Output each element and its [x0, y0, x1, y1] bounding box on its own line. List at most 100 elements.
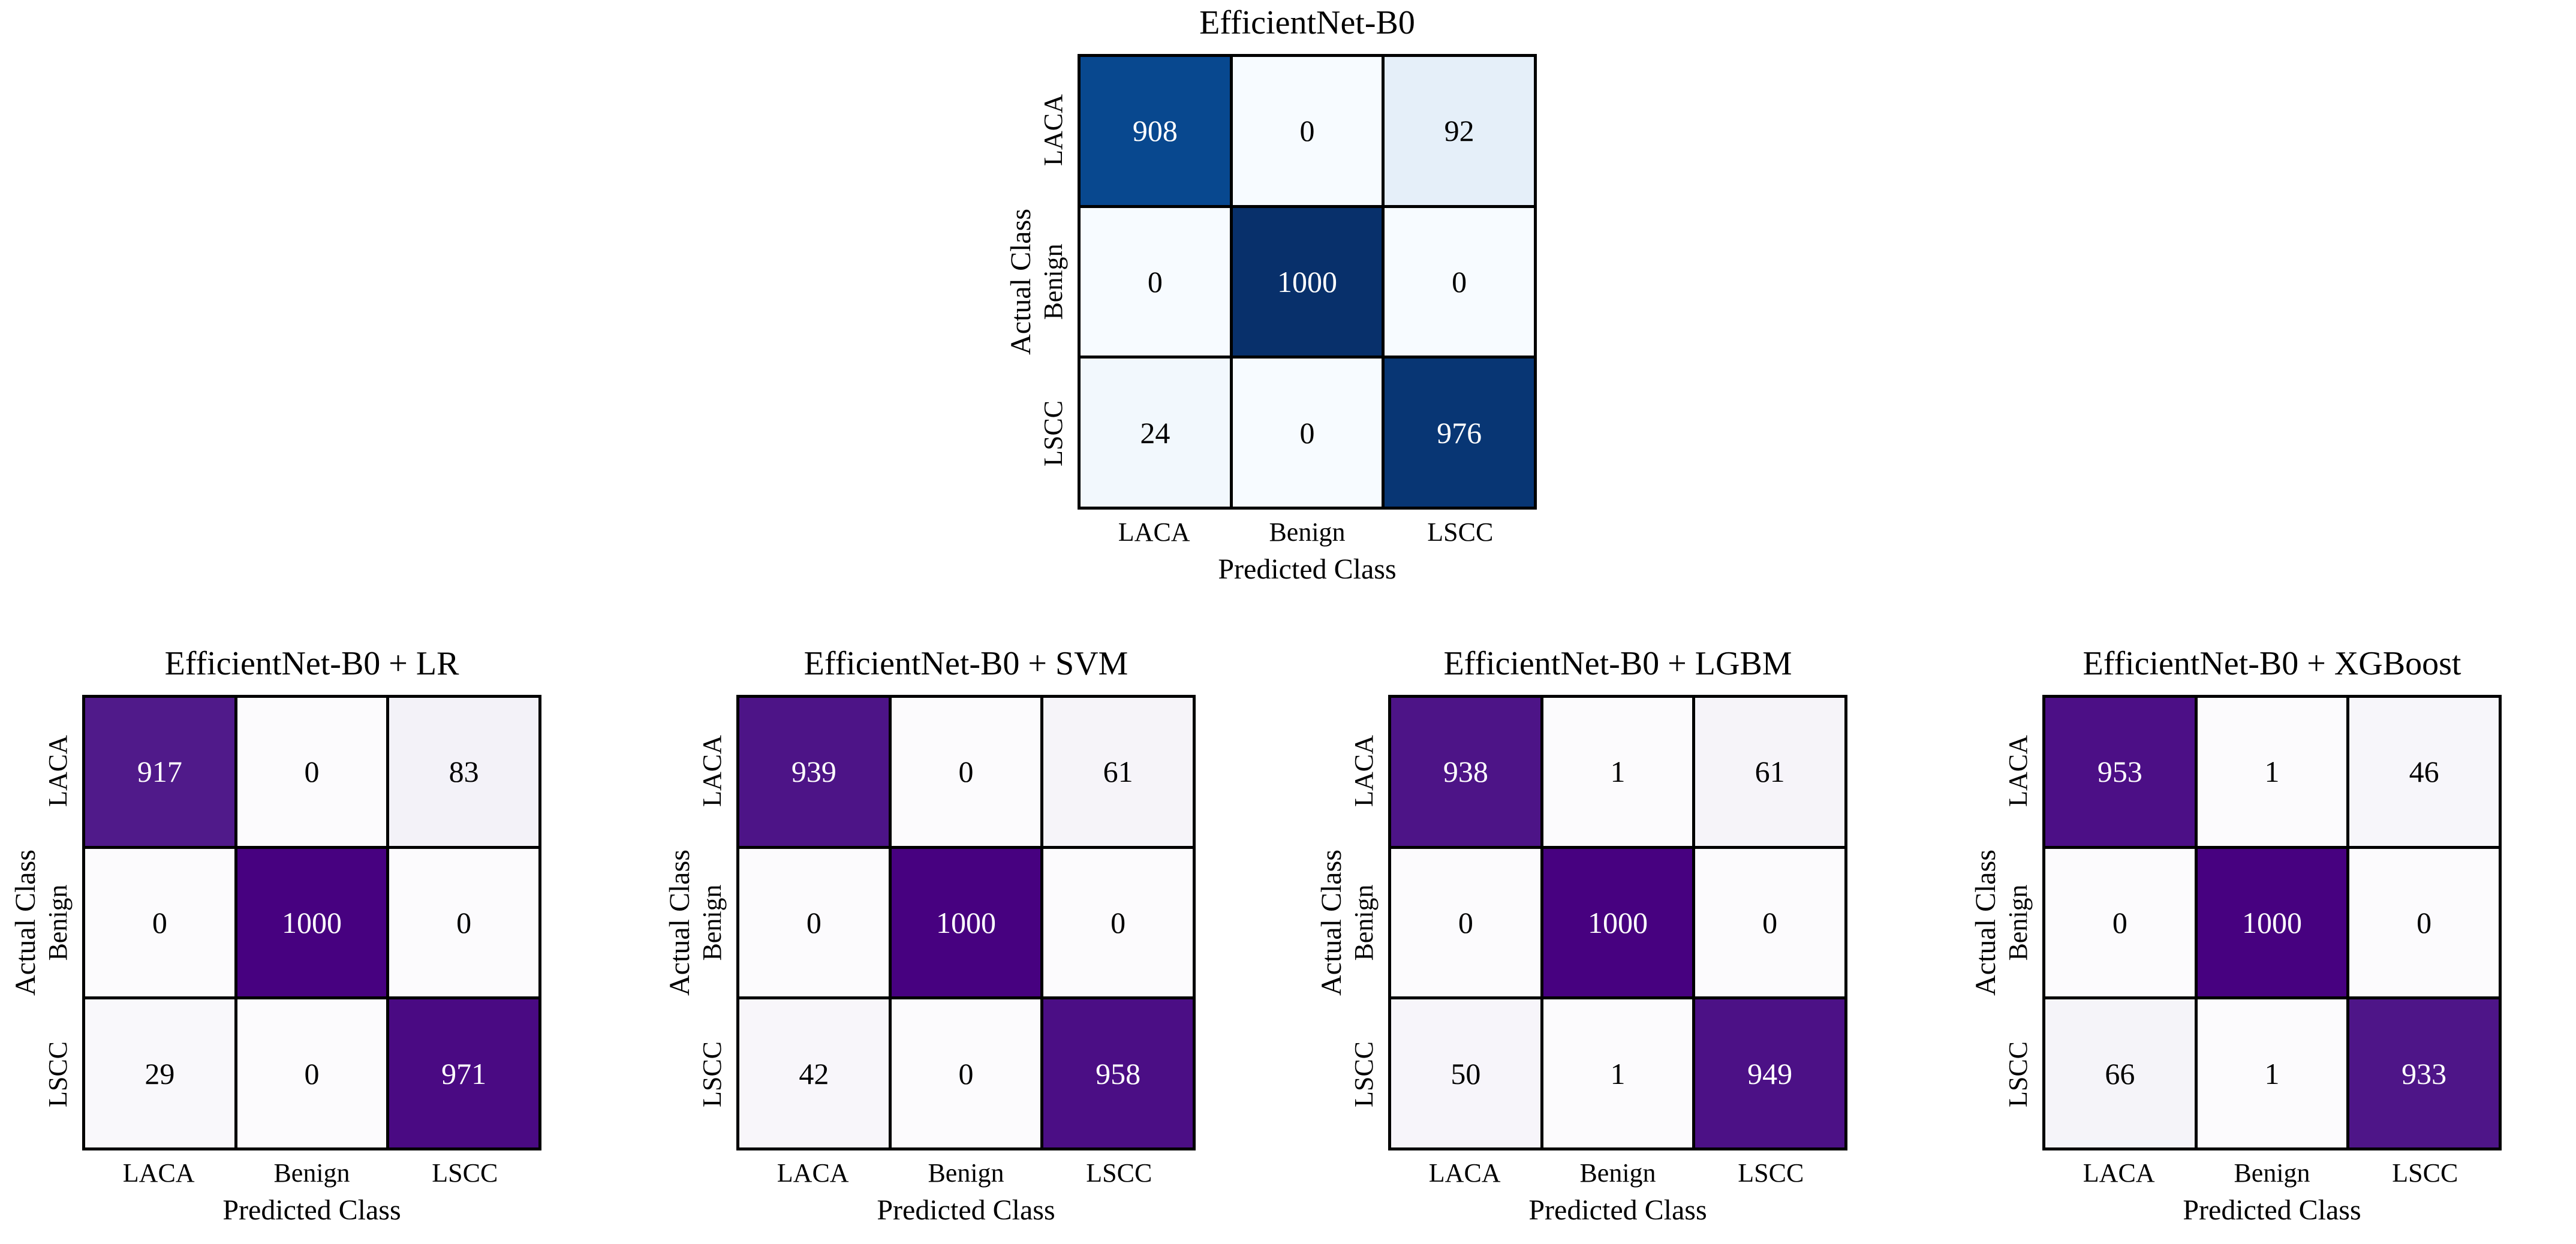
y-tick-benign: Benign [43, 884, 73, 961]
y-axis-label: Actual Class [1970, 850, 2002, 996]
matrix-cell-r1c2: 0 [2349, 848, 2499, 997]
matrix-cell-r1c0: 0 [85, 848, 234, 997]
y-tick-lscc: LSCC [43, 1041, 73, 1108]
x-tick-laca: LACA [1118, 517, 1190, 547]
matrix-cell-r0c2: 61 [1695, 698, 1844, 846]
y-tick-lscc: LSCC [2003, 1041, 2033, 1108]
y-tick-lscc: LSCC [697, 1041, 727, 1108]
subplot-efficientnet-b0-svm: EfficientNet-B0 + SVM Actual Class LACA … [664, 645, 1196, 1225]
matrix-cell-r1c1: 1000 [1543, 848, 1693, 997]
matrix-cell-r2c1: 0 [891, 999, 1041, 1147]
matrix-cell-r1c2: 0 [1695, 848, 1844, 997]
matrix-cell-r2c1: 1 [1543, 999, 1693, 1147]
x-tick-benign: Benign [1579, 1158, 1656, 1188]
subplot-title: EfficientNet-B0 + LR [164, 645, 459, 682]
matrix-cell-r1c0: 0 [1081, 207, 1230, 356]
matrix-cell-r0c1: 0 [237, 698, 387, 846]
subplot-title: EfficientNet-B0 [1199, 4, 1415, 41]
x-tick-laca: LACA [777, 1158, 849, 1188]
matrix-cell-r1c1: 1000 [891, 848, 1041, 997]
subplot-title: EfficientNet-B0 + XGBoost [2083, 645, 2461, 682]
y-axis-label: Actual Class [10, 850, 41, 996]
x-tick-lscc: LSCC [432, 1158, 498, 1188]
matrix-cell-r2c0: 29 [85, 999, 234, 1147]
matrix-cell-r0c2: 83 [389, 698, 538, 846]
x-tick-lscc: LSCC [1738, 1158, 1804, 1188]
x-axis-label: Predicted Class [2183, 1194, 2361, 1226]
x-tick-laca: LACA [122, 1158, 195, 1188]
x-tick-benign: Benign [2234, 1158, 2310, 1188]
subplot-title: EfficientNet-B0 + SVM [804, 645, 1128, 682]
matrix-cell-r0c0: 938 [1391, 698, 1540, 846]
x-axis-label: Predicted Class [222, 1194, 401, 1226]
matrix-cell-r0c2: 46 [2349, 698, 2499, 846]
matrix-cell-r1c0: 0 [2045, 848, 2195, 997]
matrix-cell-r2c2: 958 [1043, 999, 1193, 1147]
subplot-efficientnet-b0-lgbm: EfficientNet-B0 + LGBM Actual Class LACA… [1316, 645, 1847, 1225]
matrix-cell-r2c2: 976 [1385, 359, 1534, 507]
matrix-cell-r2c1: 0 [237, 999, 387, 1147]
matrix-cell-r0c0: 939 [739, 698, 889, 846]
matrix-cell-r0c1: 0 [891, 698, 1041, 846]
subplot-efficientnet-b0: EfficientNet-B0 Actual Class LACA Benign… [1005, 4, 1537, 584]
y-tick-benign: Benign [697, 884, 727, 961]
matrix-cell-r0c1: 0 [1232, 57, 1382, 205]
subplot-efficientnet-b0-lr: EfficientNet-B0 + LR Actual Class LACA B… [10, 645, 541, 1225]
x-axis-label: Predicted Class [1528, 1194, 1707, 1226]
x-tick-benign: Benign [928, 1158, 1004, 1188]
x-tick-lscc: LSCC [2392, 1158, 2458, 1188]
y-tick-laca: LACA [1349, 734, 1379, 807]
matrix-cell-r1c1: 1000 [1232, 207, 1382, 356]
subplot-efficientnet-b0-xgboost: EfficientNet-B0 + XGBoost Actual Class L… [1970, 645, 2502, 1225]
matrix-cell-r1c1: 1000 [2197, 848, 2347, 997]
matrix-cell-r1c0: 0 [739, 848, 889, 997]
matrix-cell-r2c1: 0 [1232, 359, 1382, 507]
y-tick-laca: LACA [2003, 734, 2033, 807]
matrix-cell-r1c2: 0 [1043, 848, 1193, 997]
matrix-cell-r0c1: 1 [1543, 698, 1693, 846]
matrix-cell-r2c2: 949 [1695, 999, 1844, 1147]
x-tick-laca: LACA [2083, 1158, 2155, 1188]
matrix-cell-r2c2: 933 [2349, 999, 2499, 1147]
subplot-title: EfficientNet-B0 + LGBM [1443, 645, 1792, 682]
matrix-cell-r1c1: 1000 [237, 848, 387, 997]
matrix-cell-r0c2: 61 [1043, 698, 1193, 846]
x-tick-laca: LACA [1428, 1158, 1501, 1188]
y-tick-benign: Benign [2003, 884, 2033, 961]
matrix-cell-r0c1: 1 [2197, 698, 2347, 846]
y-tick-laca: LACA [43, 734, 73, 807]
matrix-cell-r0c0: 908 [1081, 57, 1230, 205]
x-tick-benign: Benign [273, 1158, 350, 1188]
x-tick-lscc: LSCC [1427, 517, 1494, 547]
y-tick-laca: LACA [1039, 94, 1068, 166]
x-tick-benign: Benign [1269, 517, 1346, 547]
matrix-cell-r2c0: 42 [739, 999, 889, 1147]
matrix-cell-r0c0: 917 [85, 698, 234, 846]
matrix-cell-r2c0: 24 [1081, 359, 1230, 507]
matrix-cell-r0c0: 953 [2045, 698, 2195, 846]
y-axis-label: Actual Class [664, 850, 696, 996]
x-axis-label: Predicted Class [1218, 553, 1397, 585]
y-tick-benign: Benign [1349, 884, 1379, 961]
y-tick-lscc: LSCC [1349, 1041, 1379, 1108]
matrix-cell-r1c2: 0 [389, 848, 538, 997]
y-tick-lscc: LSCC [1039, 400, 1068, 467]
matrix-cell-r2c0: 66 [2045, 999, 2195, 1147]
x-tick-lscc: LSCC [1086, 1158, 1152, 1188]
y-axis-label: Actual Class [1005, 209, 1037, 355]
matrix-cell-r0c2: 92 [1385, 57, 1534, 205]
y-tick-laca: LACA [697, 734, 727, 807]
matrix-cell-r2c2: 971 [389, 999, 538, 1147]
matrix-cell-r1c2: 0 [1385, 207, 1534, 356]
matrix-cell-r1c0: 0 [1391, 848, 1540, 997]
x-axis-label: Predicted Class [877, 1194, 1055, 1226]
matrix-cell-r2c0: 50 [1391, 999, 1540, 1147]
y-axis-label: Actual Class [1316, 850, 1347, 996]
y-tick-benign: Benign [1039, 243, 1068, 320]
